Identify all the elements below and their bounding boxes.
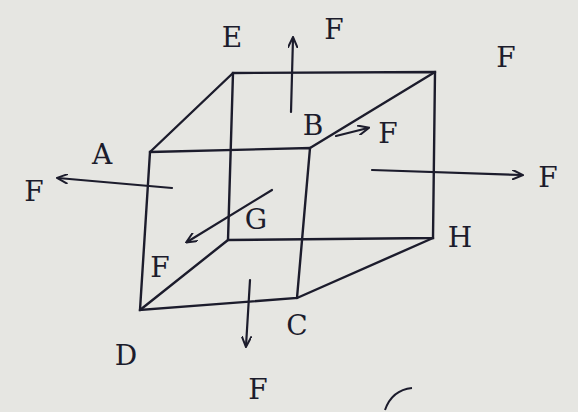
vertex-label: D [115, 342, 137, 370]
vertex-label: B [303, 112, 324, 140]
vertex-label: E [222, 24, 242, 52]
force-label: F [150, 254, 169, 282]
cube-edges [140, 72, 435, 310]
vertex-label: A [92, 141, 112, 169]
force-label: F [538, 164, 557, 192]
vertex-label: C [286, 312, 307, 340]
vertex-label: H [448, 224, 472, 252]
force-label: F [24, 178, 43, 206]
force-label: F [378, 120, 397, 148]
force-label: F [324, 16, 343, 44]
vertex-label: F [496, 44, 515, 72]
force-label: F [248, 376, 267, 404]
stray-stroke [385, 388, 412, 410]
force-arrows [58, 38, 522, 346]
vertex-label: G [245, 206, 267, 234]
